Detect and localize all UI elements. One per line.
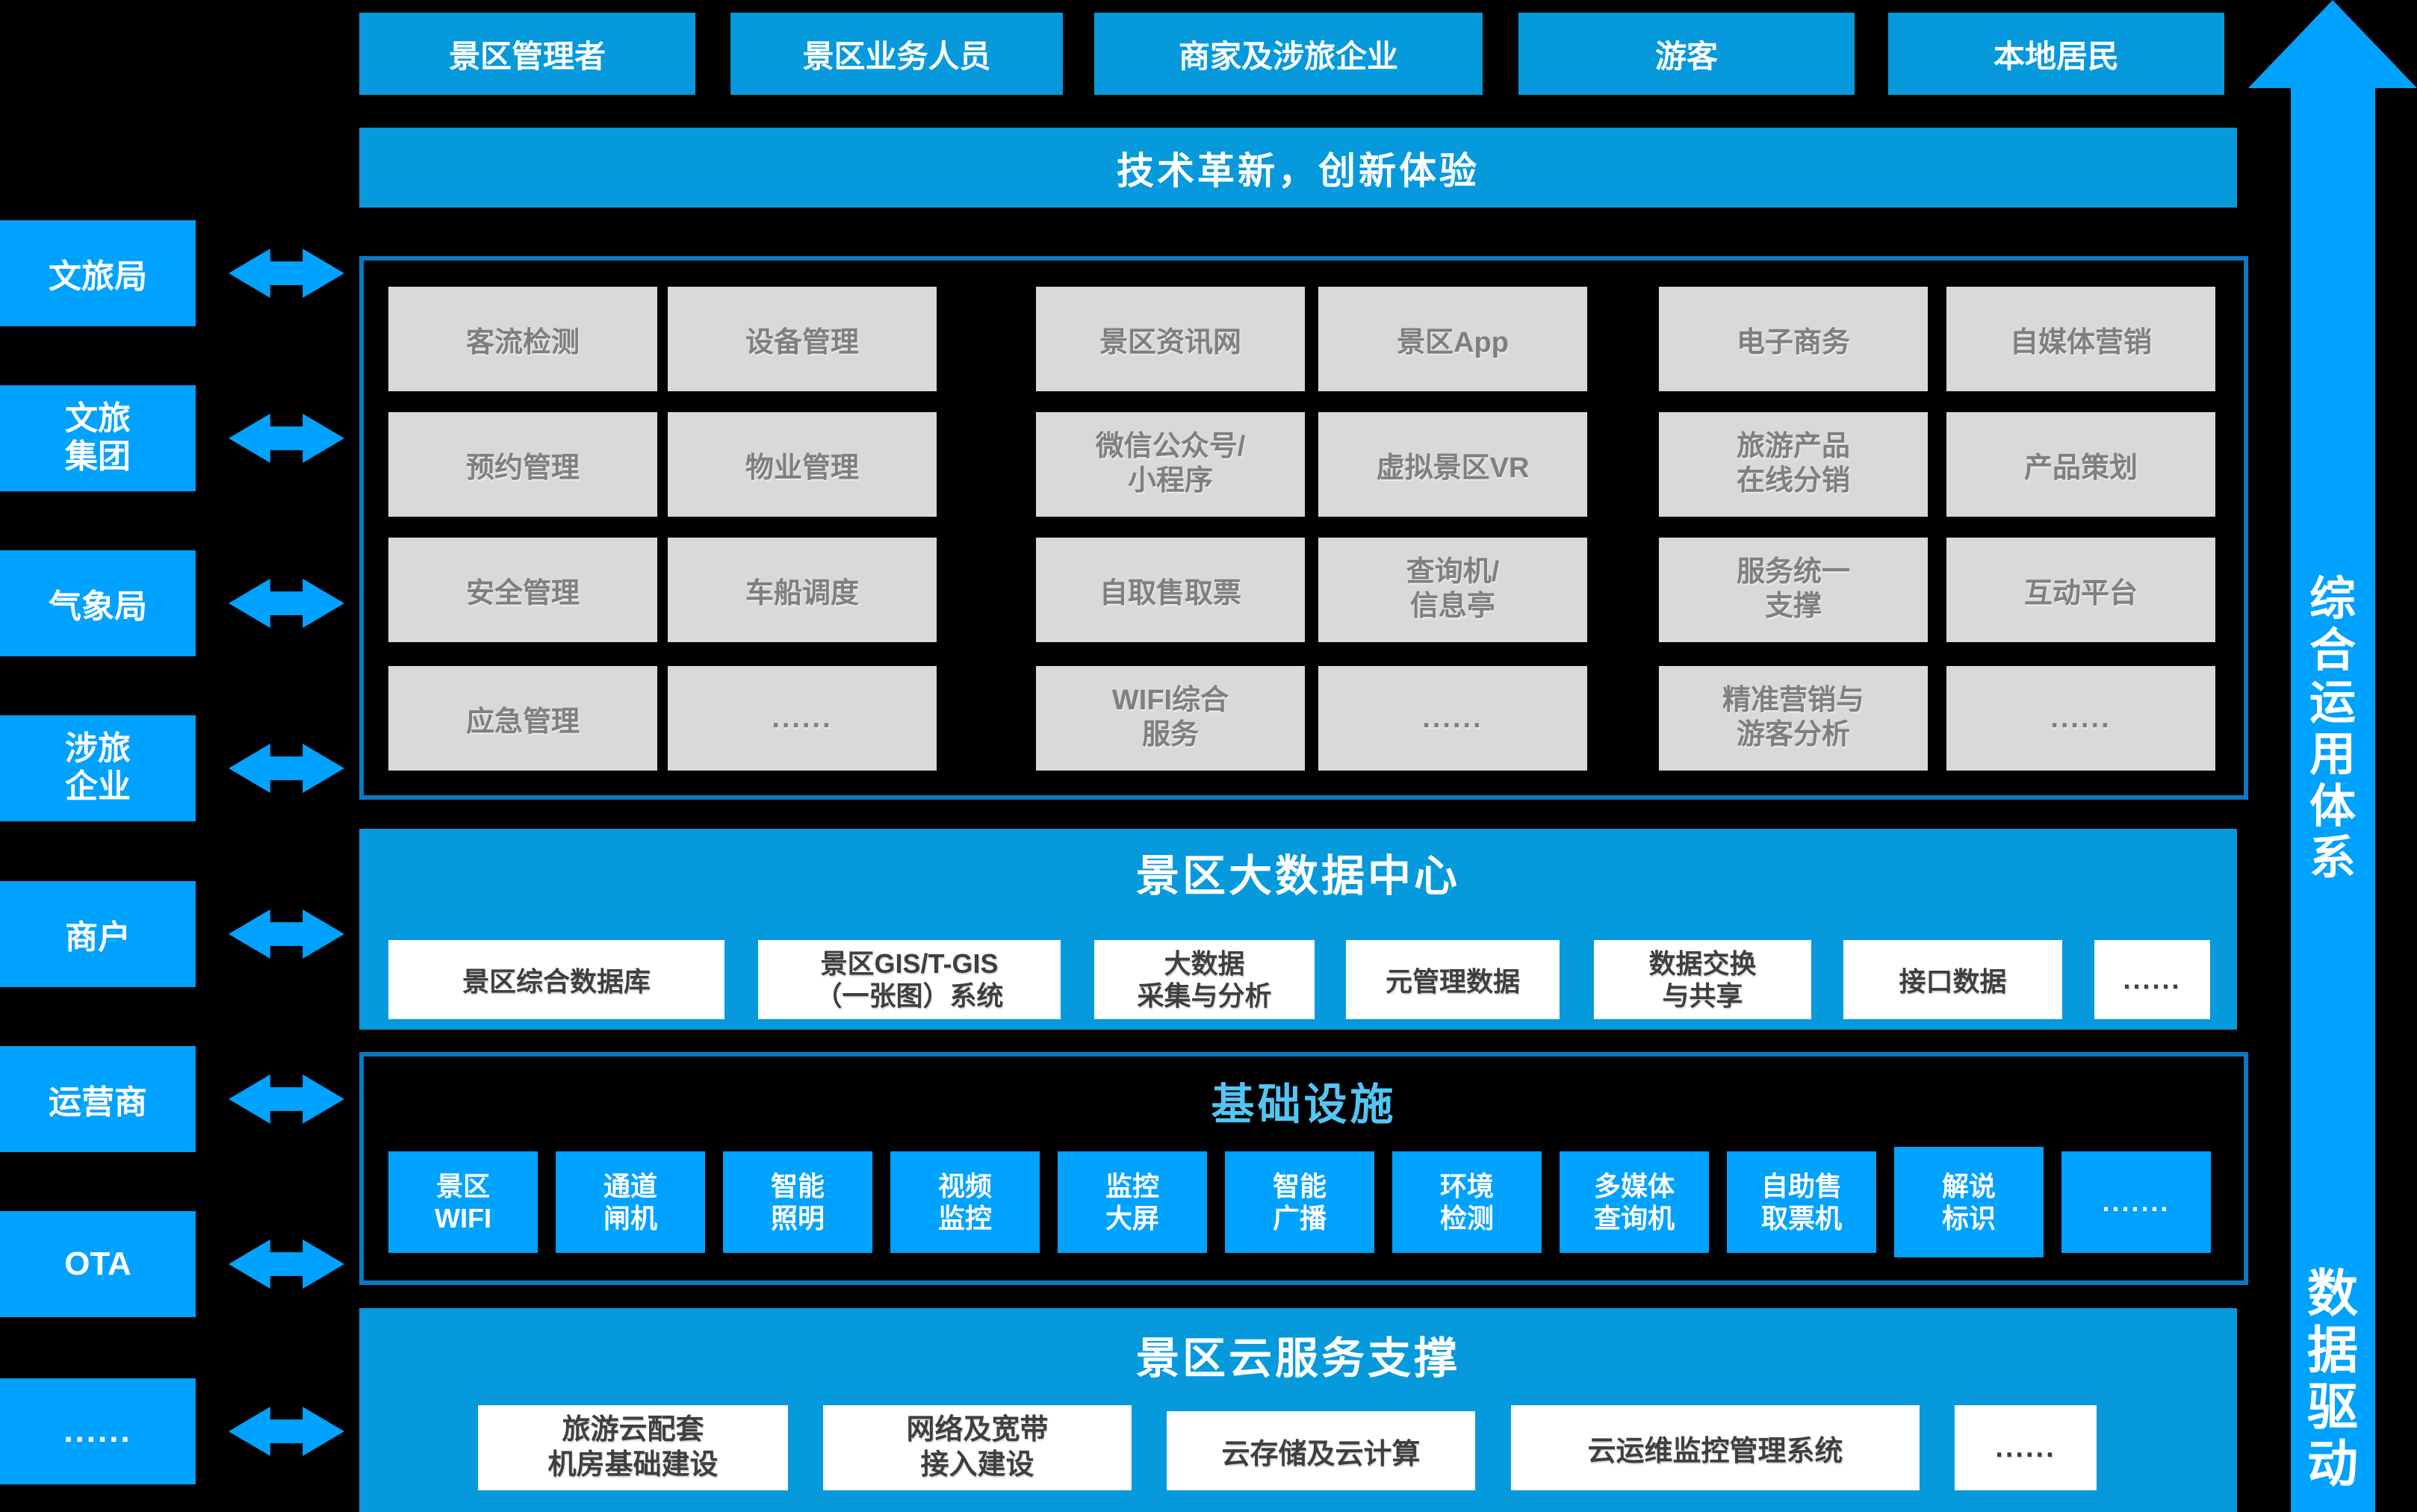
stakeholder-box-tourists: 游客 (1518, 13, 1855, 95)
stakeholder-box-residents: 本地居民 (1888, 13, 2224, 95)
external-org-box-tourism-enterprises: 涉旅 企业 (0, 715, 196, 821)
infrastructure-title: 基础设施 (1211, 1080, 1397, 1129)
infra-box: 智能 照明 (723, 1151, 872, 1253)
app-cell: 物业管理 (668, 412, 937, 517)
stakeholder-box-managers: 景区管理者 (359, 13, 695, 95)
vision-banner: 技术革新，创新体验 (359, 128, 2237, 208)
app-cell: 车船调度 (668, 538, 937, 642)
app-cell: 虚拟景区VR (1318, 412, 1587, 517)
data-center-box: 大数据 采集与分析 (1094, 940, 1315, 1019)
integrated-application-label: 综合运用体系 (2309, 573, 2357, 885)
infra-box: 智能 广播 (1225, 1151, 1374, 1253)
integrated-system-up-arrow-icon: 综合运用体系 数据驱动 (2248, 0, 2417, 1512)
external-org-box-operators: 运营商 (0, 1046, 196, 1152)
data-center-box: ...... (2094, 940, 2210, 1019)
app-cell: 服务统一 支撑 (1659, 538, 1928, 642)
app-cell: 预约管理 (388, 412, 657, 517)
cloud-box: ...... (1955, 1405, 2097, 1490)
double-arrow-icon (229, 744, 344, 793)
infra-box: 环境 检测 (1392, 1151, 1542, 1253)
app-cell: 景区App (1318, 287, 1587, 391)
infra-box: 解说 标识 (1894, 1147, 2044, 1257)
app-cell: 应急管理 (388, 666, 657, 771)
app-cell: ...... (1946, 666, 2215, 771)
external-org-box-ota: OTA (0, 1211, 196, 1317)
cloud-box: 网络及宽带 接入建设 (823, 1405, 1132, 1490)
double-arrow-icon (229, 414, 344, 463)
app-cell: ...... (668, 666, 937, 771)
app-cell: 产品策划 (1946, 412, 2215, 517)
external-org-box-meteorological-bureau: 气象局 (0, 550, 196, 656)
cloud-support-title: 景区云服务支撑 (1135, 1334, 1460, 1383)
app-cell: 自取售取票 (1036, 538, 1305, 642)
external-org-box-merchants: 商户 (0, 881, 196, 987)
app-cell: 安全管理 (388, 538, 657, 642)
external-org-box-culture-tourism-bureau: 文旅局 (0, 220, 196, 326)
big-data-center-title: 景区大数据中心 (1135, 852, 1460, 900)
app-cell: ...... (1318, 666, 1587, 771)
data-center-box: 景区综合数据库 (388, 940, 725, 1019)
double-arrow-icon (229, 1074, 344, 1124)
app-cell: 互动平台 (1946, 538, 2215, 642)
data-driven-label: 数据驱动 (2307, 1266, 2359, 1493)
double-arrow-icon (229, 249, 344, 298)
app-cell: 旅游产品 在线分销 (1659, 412, 1928, 517)
double-arrow-icon (229, 579, 344, 628)
double-arrow-icon (229, 909, 344, 959)
app-cell: 客流检测 (388, 287, 657, 391)
app-cell: 微信公众号/ 小程序 (1036, 412, 1305, 517)
external-org-box-culture-tourism-group: 文旅 集团 (0, 385, 196, 491)
cloud-box: 云存储及云计算 (1167, 1411, 1475, 1490)
cloud-box: 云运维监控管理系统 (1511, 1405, 1920, 1490)
infra-box: 监控 大屏 (1058, 1151, 1207, 1253)
infra-box: 景区 WIFI (388, 1151, 538, 1253)
data-center-box: 景区GIS/T-GIS （一张图）系统 (758, 940, 1061, 1019)
app-cell: 电子商务 (1659, 287, 1928, 391)
stakeholder-box-merchants: 商家及涉旅企业 (1094, 13, 1483, 95)
app-cell: 精准营销与 游客分析 (1659, 666, 1928, 771)
app-cell: 查询机/ 信息亭 (1318, 538, 1587, 642)
app-cell: 设备管理 (668, 287, 937, 391)
external-org-box-more: ...... (0, 1378, 196, 1484)
app-cell: 自媒体营销 (1946, 287, 2215, 391)
data-center-box: 元管理数据 (1346, 940, 1560, 1019)
cloud-box: 旅游云配套 机房基础建设 (478, 1405, 788, 1490)
app-cell: 景区资讯网 (1036, 287, 1305, 391)
stakeholder-box-staff: 景区业务人员 (730, 13, 1063, 95)
infra-box: 自助售 取票机 (1727, 1151, 1876, 1253)
double-arrow-icon (229, 1407, 344, 1456)
infra-box: 通道 闸机 (556, 1151, 705, 1253)
app-cell: WIFI综合 服务 (1036, 666, 1305, 771)
data-center-box: 接口数据 (1843, 940, 2062, 1019)
infra-box: 多媒体 查询机 (1560, 1151, 1709, 1253)
double-arrow-icon (229, 1239, 344, 1289)
infra-box: ....... (2061, 1151, 2211, 1253)
infra-box: 视频 监控 (890, 1151, 1040, 1253)
data-center-box: 数据交换 与共享 (1594, 940, 1811, 1019)
